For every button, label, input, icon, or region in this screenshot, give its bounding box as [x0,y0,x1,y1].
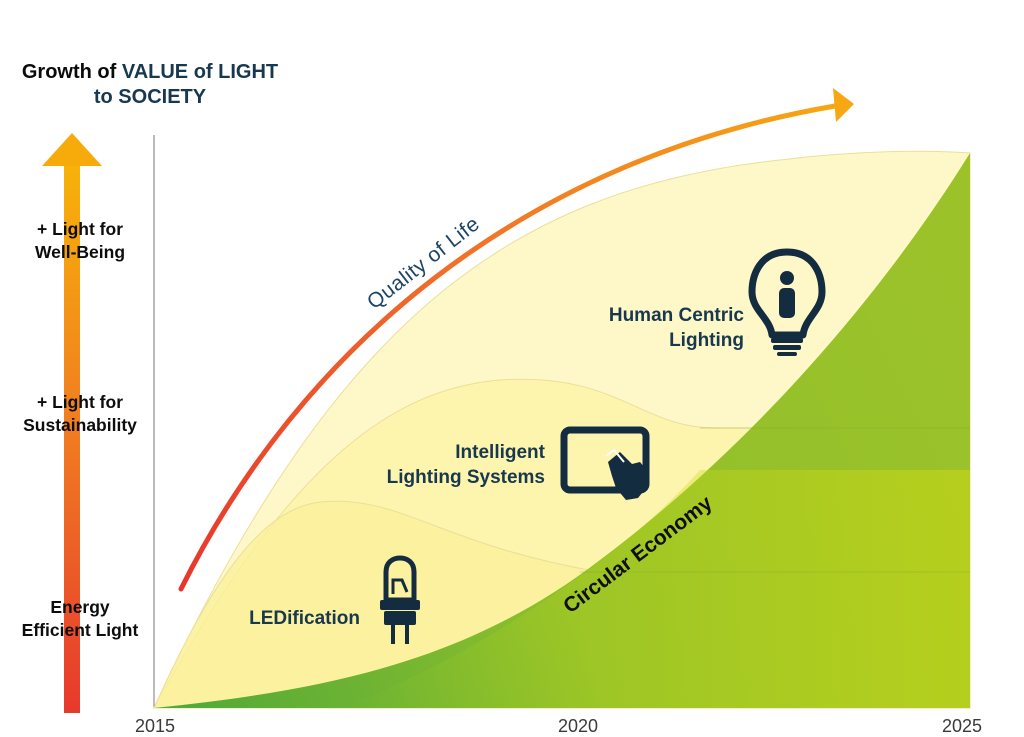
ledification-label: LEDification [249,608,360,629]
y-level-sustainability: + Light for Sustainability [0,391,160,437]
human-centric-label-line2: Lighting [669,330,744,351]
y-level-well-being: + Light for Well-Being [0,218,160,264]
y-level-energy-efficient: Energy Efficient Light [0,596,160,642]
x-tick-2020: 2020 [557,716,599,736]
y-level-well-being-line2: Well-Being [34,242,126,262]
quality-of-life-arrowhead [833,88,854,122]
y-level-sustainability-line2: Sustainability [23,415,137,435]
y-level-well-being-line1: + Light for [36,219,124,239]
human-centric-label: Human Centric Lighting [560,303,744,353]
diagram-title: Growth of VALUE of LIGHT to SOCIETY [0,60,300,110]
led-diode-icon [380,555,420,644]
intelligent-systems-label-line2: Lighting Systems [386,467,545,488]
x-tick-2015: 2015 [134,716,176,736]
intelligent-systems-label: Intelligent Lighting Systems [340,440,545,490]
value-arrow-head [42,133,102,166]
title-line2: to SOCIETY [93,86,207,108]
human-centric-label-line1: Human Centric [608,305,744,326]
x-tick-2025: 2025 [941,716,983,736]
quality-of-life-curve [178,103,838,592]
tablet-touch-icon [560,426,650,500]
y-level-energy-efficient-line1: Energy [50,597,110,617]
intelligent-systems-label-line1: Intelligent [455,442,545,463]
y-level-energy-efficient-line2: Efficient Light [21,620,139,640]
lightbulb-person-icon [748,248,826,356]
circular-economy-highlight [340,470,970,708]
title-value: VALUE of LIGHT [121,61,279,83]
y-level-sustainability-line1: + Light for [36,392,124,412]
value-arrow-shaft [64,165,80,713]
title-prefix: Growth of [21,61,122,83]
